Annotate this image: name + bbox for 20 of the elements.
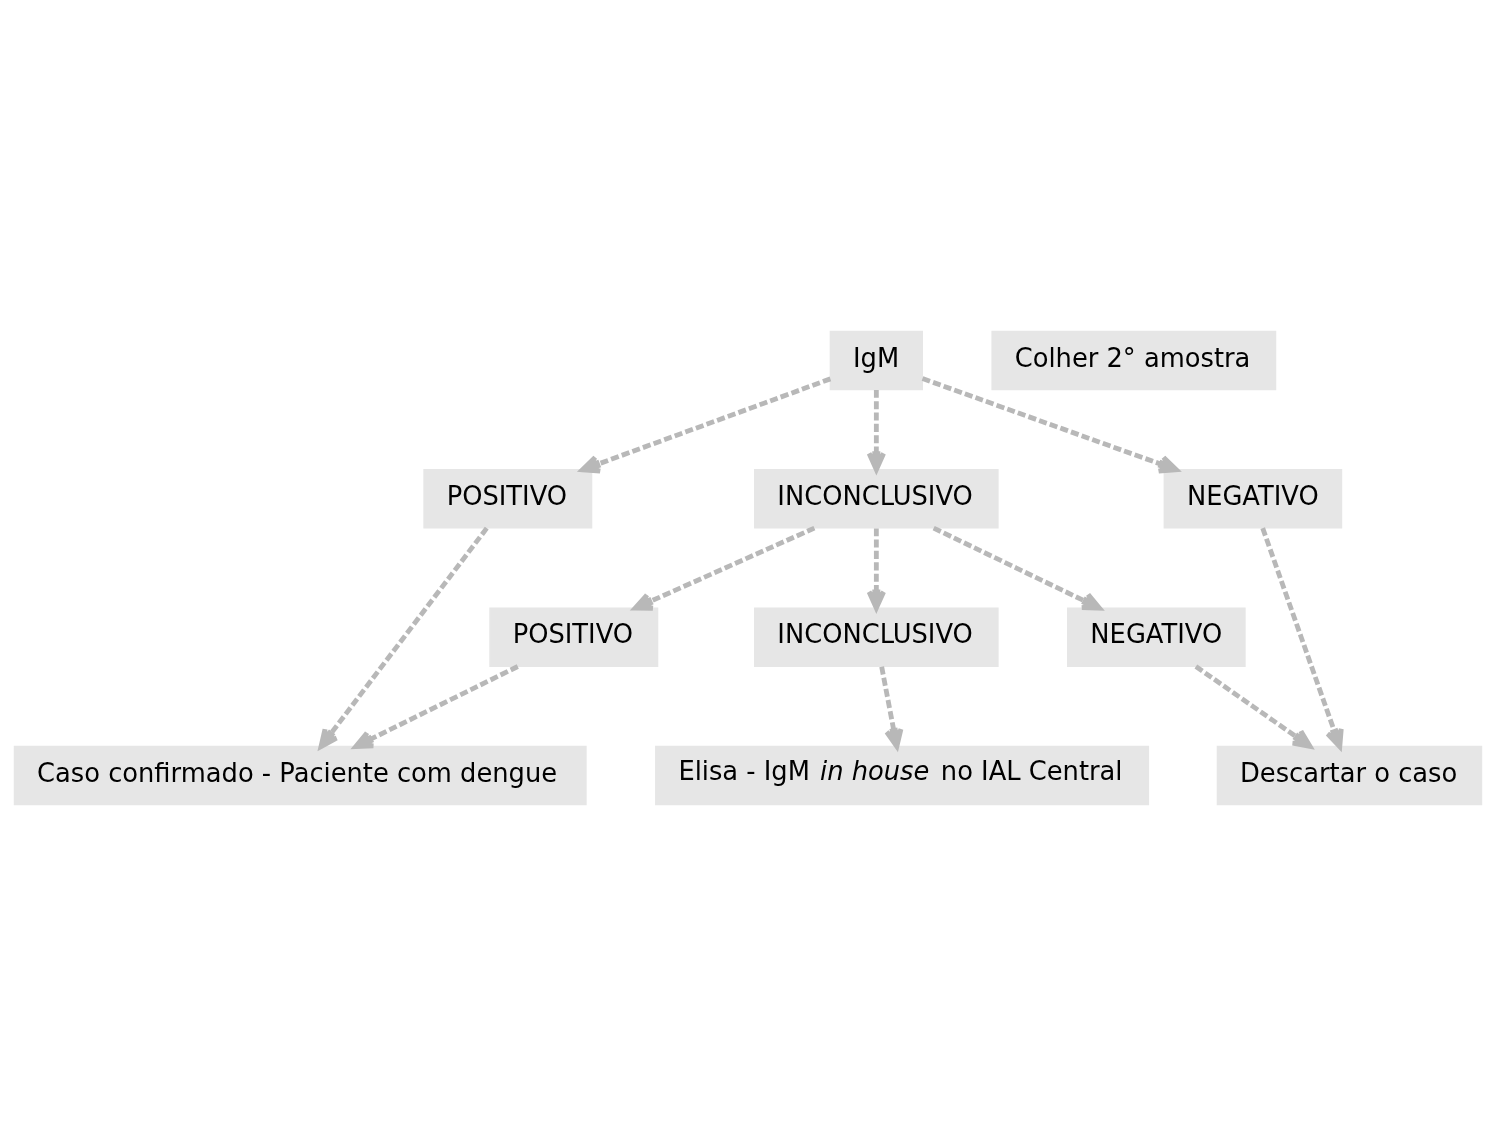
arrow <box>318 526 489 749</box>
node-box: INCONCLUSIVO <box>754 468 999 529</box>
node-box: NEGATIVO <box>1067 606 1246 667</box>
node-box: POSITIVO <box>489 606 659 667</box>
node-box: IgM <box>829 330 923 390</box>
node-box: POSITIVO <box>423 468 593 529</box>
node-box: INCONCLUSIVO <box>754 606 999 667</box>
node-box: Elisa - IgM in house no IAL Central <box>655 745 1150 805</box>
arrow <box>1194 664 1313 749</box>
arrow <box>879 665 904 749</box>
arrow <box>921 375 1179 473</box>
arrow <box>632 525 816 611</box>
node-box: Caso confirmado - Paciente com dengue <box>13 745 587 805</box>
node-box: Colher 2° amostra <box>991 330 1277 390</box>
arrow <box>353 663 519 749</box>
node-box: NEGATIVO <box>1163 468 1343 529</box>
node-box: Descartar o caso <box>1216 745 1483 805</box>
arrow <box>932 525 1102 611</box>
arrow <box>1260 526 1344 749</box>
arrow <box>580 376 832 473</box>
